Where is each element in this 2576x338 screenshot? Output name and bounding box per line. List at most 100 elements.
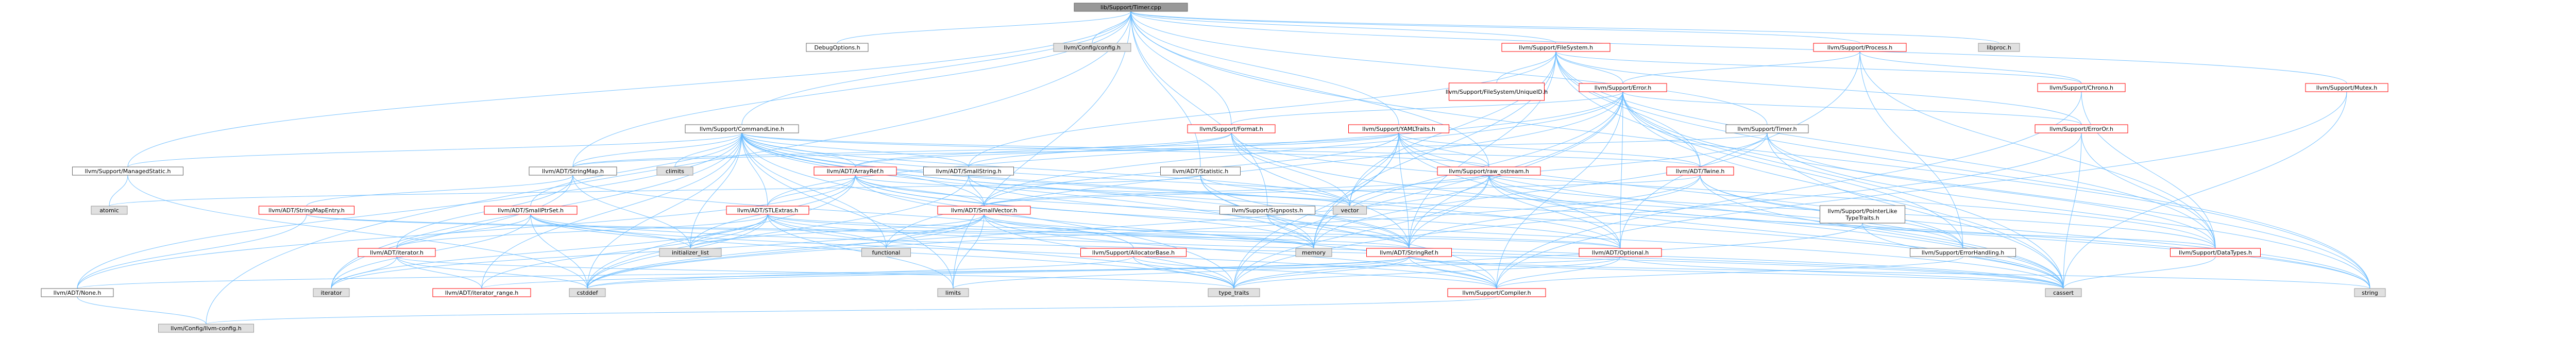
node-arrayref[interactable]: llvm/ADT/ArrayRef.h xyxy=(814,166,897,176)
edge-format-to-datatypes xyxy=(1231,132,2216,249)
node-optional[interactable]: llvm/ADT/Optional.h xyxy=(1579,248,1662,257)
node-libproc-box xyxy=(1978,43,2020,52)
node-vector[interactable]: vector xyxy=(1333,206,1367,215)
edge-timerh-to-string xyxy=(1767,132,2370,289)
node-iterator-box xyxy=(358,248,436,257)
node-cstddef-box xyxy=(569,288,606,297)
edge-root-to-process xyxy=(1130,11,1860,44)
edge-filesystem-to-fsuniqueid xyxy=(1496,51,1556,83)
edge-root-to-statistic xyxy=(1130,11,1201,167)
edge-filesystem-to-stringref xyxy=(1409,51,1556,249)
node-timerh[interactable]: llvm/Support/Timer.h xyxy=(1725,124,1809,133)
node-libproc[interactable]: libproc.h xyxy=(1978,43,2020,52)
edge-twine-to-cstddef xyxy=(587,175,1701,289)
node-cassert[interactable]: cassert xyxy=(2045,288,2082,297)
node-smallptrset[interactable]: llvm/ADT/SmallPtrSet.h xyxy=(484,206,578,215)
node-stringmap[interactable]: llvm/ADT/StringMap.h xyxy=(529,166,617,176)
node-cstddef[interactable]: cstddef xyxy=(569,288,606,297)
edge-chrono-to-datatypes xyxy=(2081,91,2216,249)
node-chrono[interactable]: llvm/Support/Chrono.h xyxy=(2037,83,2126,92)
edge-commandline-to-smallptrset xyxy=(530,132,742,207)
node-iterbase-box xyxy=(313,288,350,297)
node-datatypes-label: llvm/Support/DataTypes.h xyxy=(2179,249,2252,256)
edge-yamltraits-to-stringref xyxy=(1398,132,1410,249)
node-statistic[interactable]: llvm/ADT/Statistic.h xyxy=(1160,166,1241,176)
node-iterator[interactable]: llvm/ADT/iterator.h xyxy=(358,248,436,257)
node-none[interactable]: llvm/ADT/None.h xyxy=(41,288,114,297)
node-fsuniqueid[interactable]: llvm/Support/FileSystem/UniqueID.h xyxy=(1446,82,1548,101)
node-typetraits[interactable]: type_traits xyxy=(1208,288,1260,297)
node-erroror[interactable]: llvm/Support/ErrorOr.h xyxy=(2035,124,2128,133)
edge-commandline-to-smallstring xyxy=(741,132,969,167)
node-compiler-box xyxy=(1447,288,1546,297)
node-error[interactable]: llvm/Support/Error.h xyxy=(1579,83,1667,92)
edge-rawostream-to-cstddef xyxy=(587,175,1489,289)
edge-process-to-error xyxy=(1622,51,1860,84)
edge-root-to-commandline xyxy=(741,11,1131,125)
node-iterrange[interactable]: llvm/ADT/iterator_range.h xyxy=(432,288,531,297)
edge-error-to-stlextras xyxy=(767,91,1623,207)
node-filesystem[interactable]: llvm/Support/FileSystem.h xyxy=(1501,43,1611,52)
node-stringmap-box xyxy=(529,166,617,176)
edge-commandline-to-twine xyxy=(741,132,1701,167)
node-compiler[interactable]: llvm/Support/Compiler.h xyxy=(1447,288,1546,297)
node-smallvector[interactable]: llvm/ADT/SmallVector.h xyxy=(937,206,1031,215)
node-allocatorbase-label: llvm/Support/AllocatorBase.h xyxy=(1092,249,1175,256)
node-atomic[interactable]: atomic xyxy=(91,206,128,215)
node-yamltraits[interactable]: llvm/Support/YAMLTraits.h xyxy=(1348,124,1449,133)
edge-rawostream-to-stringref xyxy=(1409,175,1489,249)
node-datatypes[interactable]: llvm/Support/DataTypes.h xyxy=(2170,248,2261,257)
edge-yamltraits-to-rawostream xyxy=(1398,132,1489,167)
node-llvmconfig[interactable]: llvm/Config/llvm-config.h xyxy=(158,324,254,333)
node-errorhandling[interactable]: llvm/Support/ErrorHandling.h xyxy=(1910,248,2016,257)
edge-compiler-to-llvmconfig xyxy=(206,296,1497,325)
node-commandline[interactable]: llvm/Support/CommandLine.h xyxy=(685,124,799,133)
edge-root-to-timerh xyxy=(1130,11,1768,125)
node-mutex[interactable]: llvm/Support/Mutex.h xyxy=(2305,83,2388,92)
node-signposts[interactable]: llvm/Support/Signposts.h xyxy=(1219,206,1315,215)
edge-process-to-optional xyxy=(1620,51,1860,249)
node-stringref[interactable]: llvm/ADT/StringRef.h xyxy=(1366,248,1452,257)
node-limits[interactable]: limits xyxy=(937,288,969,297)
node-stlextras[interactable]: llvm/ADT/STLExtras.h xyxy=(726,206,809,215)
node-statistic-label: llvm/ADT/Statistic.h xyxy=(1173,168,1229,175)
node-iterbase-label: iterator xyxy=(321,290,342,296)
node-fsuniqueid-label: llvm/Support/FileSystem/UniqueID.h xyxy=(1446,89,1548,95)
node-smallstring[interactable]: llvm/ADT/SmallString.h xyxy=(923,166,1014,176)
edge-filesystem-to-cassert xyxy=(1555,51,2064,289)
edge-erroror-to-cassert xyxy=(2063,132,2082,289)
edge-yamltraits-to-twine xyxy=(1398,132,1701,167)
node-string[interactable]: string xyxy=(2354,288,2386,297)
node-format[interactable]: llvm/Support/Format.h xyxy=(1187,124,1276,133)
edge-error-to-format xyxy=(1231,91,1623,125)
node-rawostream[interactable]: llvm/Support/raw_ostream.h xyxy=(1437,166,1541,176)
node-climits[interactable]: climits xyxy=(656,166,693,176)
edge-none-to-llvmconfig xyxy=(77,296,207,325)
node-stringmapentry[interactable]: llvm/ADT/StringMapEntry.h xyxy=(259,206,354,215)
node-allocatorbase[interactable]: llvm/Support/AllocatorBase.h xyxy=(1080,248,1187,257)
node-managedstatic[interactable]: llvm/Support/ManagedStatic.h xyxy=(72,166,183,176)
edge-datatypes-to-cassert xyxy=(2063,256,2216,289)
edge-error-to-typetraits xyxy=(1233,91,1623,289)
node-root[interactable]: lib/Support/Timer.cpp xyxy=(1074,3,1188,12)
node-initlist[interactable]: initializer_list xyxy=(659,248,722,257)
edge-optional-to-none xyxy=(77,256,1621,289)
edge-stringmap-to-initlist xyxy=(572,175,691,249)
node-llvmconfig-label: llvm/Config/llvm-config.h xyxy=(171,325,242,332)
node-managedstatic-label: llvm/Support/ManagedStatic.h xyxy=(85,168,171,175)
node-functional[interactable]: functional xyxy=(861,248,911,257)
node-stringmapentry-box xyxy=(259,206,354,215)
node-memory[interactable]: memory xyxy=(1295,248,1332,257)
node-iterrange-box xyxy=(432,288,531,297)
node-process[interactable]: llvm/Support/Process.h xyxy=(1813,43,1907,52)
node-configcfg-label: llvm/Config/config.h xyxy=(1064,44,1121,51)
edge-commandline-to-functional xyxy=(741,132,887,249)
edge-iterator-to-iterbase xyxy=(331,256,397,289)
node-configcfg[interactable]: llvm/Config/config.h xyxy=(1053,43,1131,52)
node-iterbase[interactable]: iterator xyxy=(313,288,350,297)
edge-arrayref-to-memory xyxy=(855,175,1314,249)
node-signposts-label: llvm/Support/Signposts.h xyxy=(1232,207,1303,214)
node-debugoptions[interactable]: DebugOptions.h xyxy=(806,43,869,52)
node-twine[interactable]: llvm/ADT/Twine.h xyxy=(1666,166,1734,176)
